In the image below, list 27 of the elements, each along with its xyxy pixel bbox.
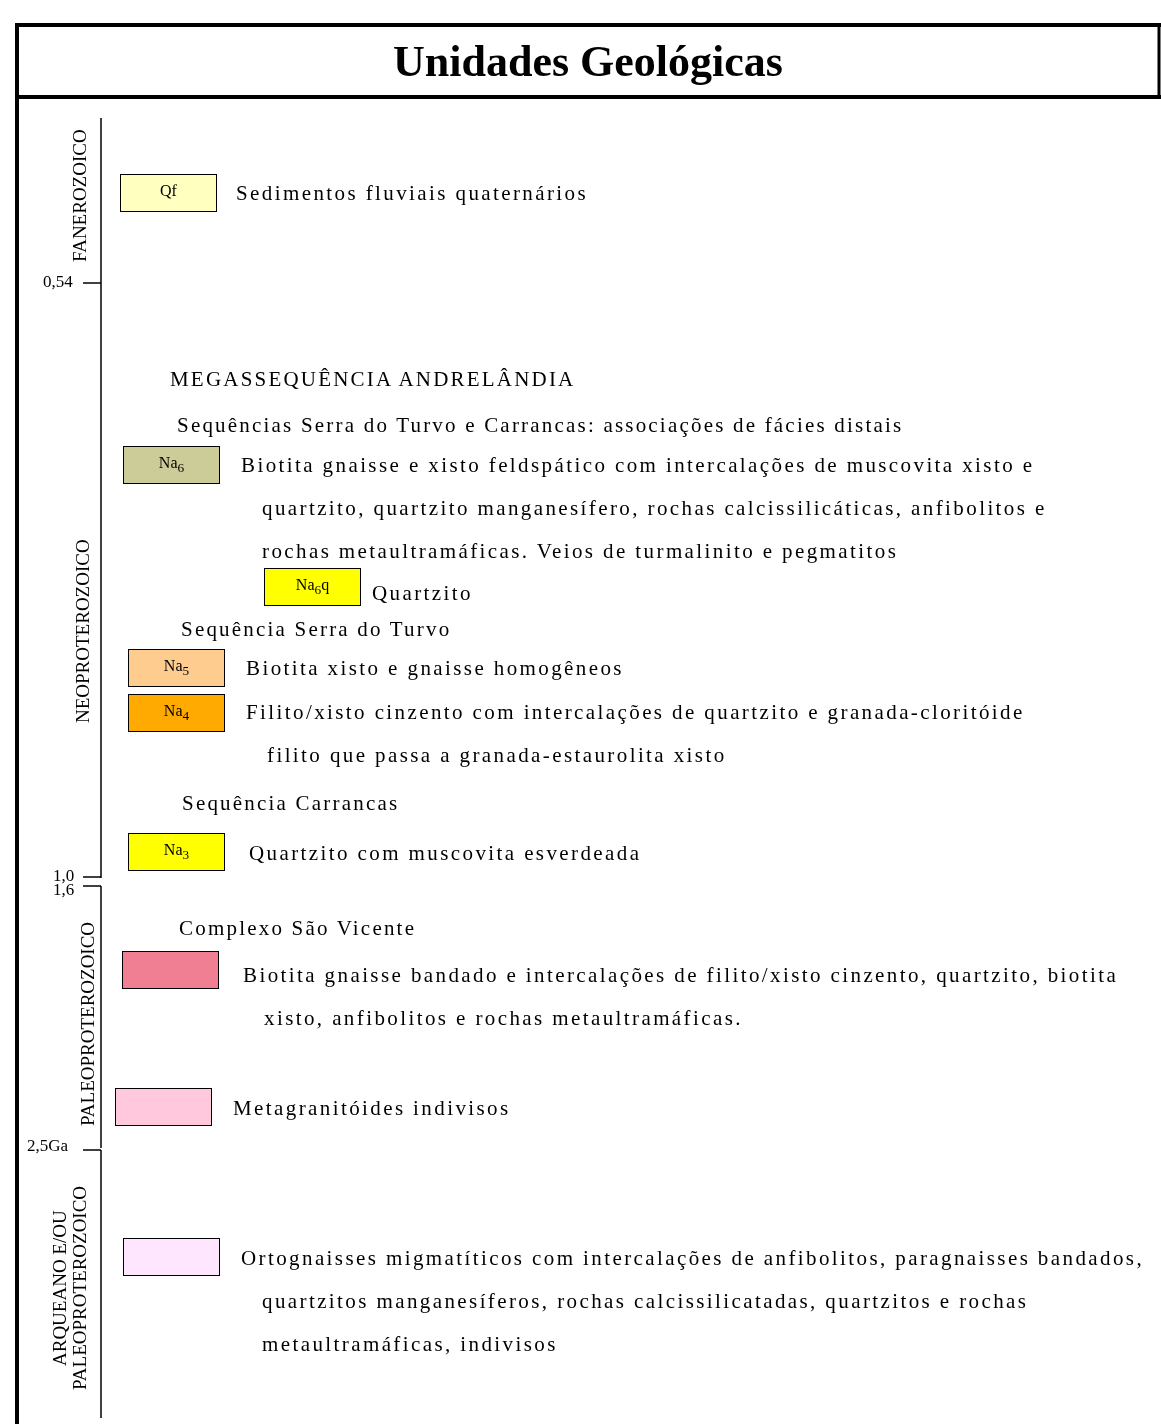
unit-code: Na$_{5}$	[163, 657, 190, 680]
legend-description: Biotita gnaisse bandado e intercalações de filito/xisto cinzento, quartzito, biotita xisto, anfibolitos e rochas metaultramáficas.	[243, 962, 1120, 1032]
unit-heading: Sequência Carrancas	[182, 791, 400, 816]
unit-heading: Complexo São Vicente	[179, 916, 417, 941]
age-value: 0,54	[43, 272, 73, 292]
legend-description: Filito/xisto cinzento com intercalações de quartzito e granada-cloritóide filito que passa a granada-estaurolita xisto	[246, 699, 1026, 769]
legend-description: Biotita gnaisse e xisto feldspático com intercalações de muscovita xisto e quartzito, quartzito manganesífero, rochas calcissilicáticas, anfibolitos e rochas metaultramáficas. Veios de turmalinito e pegmatitos	[241, 452, 1048, 565]
unit-code: Qf	[160, 182, 177, 200]
unit-code: Na$_{4}$	[163, 702, 190, 725]
unit-heading: MEGASSEQUÊNCIA ANDRELÂNDIA	[170, 367, 576, 392]
era-label: PALEOPROTEROZOICO	[78, 920, 98, 1129]
unit-code: Na$_{3}$	[163, 841, 190, 864]
legend-description: Quartzito	[372, 580, 474, 607]
legend-description: Metagranitóides indivisos	[233, 1095, 512, 1122]
unit-code: Na$_{6}$	[158, 454, 185, 477]
legend-description: Ortognaisses migmatíticos com intercalações de anfibolitos, paragnaisses bandados, quartzitos manganesíferos, rochas calcissilicatadas, quartzitos e rochas metaultramáficas, indivisos	[241, 1245, 1146, 1358]
unit-heading: Sequência Serra do Turvo	[181, 617, 452, 642]
legend-description: Biotita xisto e gnaisse homogêneos	[246, 655, 625, 682]
era-label: NEOPROTEROZOICO	[73, 538, 93, 725]
legend-description: Quartzito com muscovita esverdeada	[249, 840, 643, 867]
legend-description: Sedimentos fluviais quaternários	[236, 180, 590, 207]
era-label: ARQUEANO E/OU PALEOPROTEROZOICO	[50, 1184, 90, 1393]
unit-code: Na$_{6}$q	[295, 576, 330, 599]
age-value: 2,5Ga	[27, 1136, 69, 1156]
era-label: FANEROZOICO	[70, 128, 90, 265]
title: Unidades Geológicas	[392, 36, 784, 87]
unit-heading: Sequências Serra do Turvo e Carrancas: associações de fácies distais	[177, 413, 904, 438]
